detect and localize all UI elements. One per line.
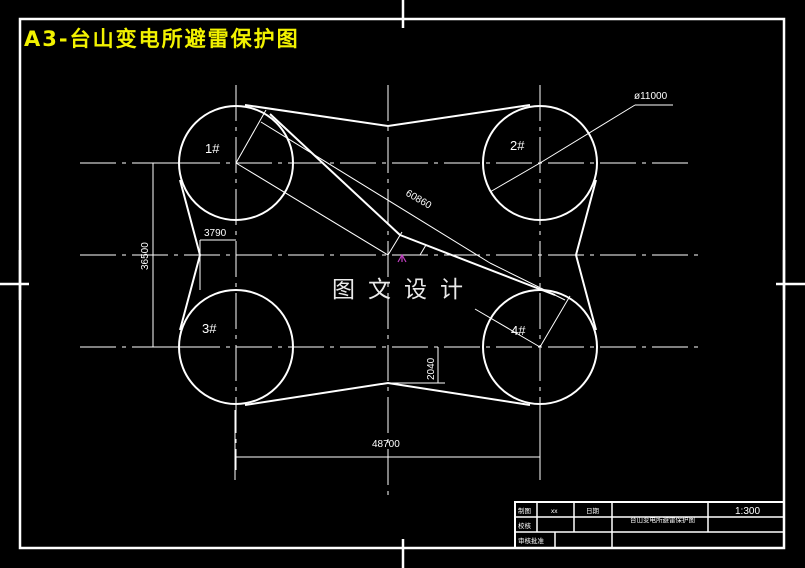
construction-lines bbox=[235, 104, 673, 348]
rod-4-label: 4# bbox=[511, 323, 526, 338]
drawing-title: A3-台山变电所避雷保护图 bbox=[24, 27, 300, 51]
rod-1-label: 1# bbox=[205, 141, 220, 156]
center-lines bbox=[80, 85, 700, 500]
dim-bottom-offset: 2040 bbox=[426, 357, 437, 380]
title-block-texts: 制图 xx 日期 校核 审核批准 台山变电所避雷保护图 1:300 bbox=[518, 506, 760, 545]
tb-approved-label: 审核批准 bbox=[518, 536, 545, 545]
tb-date-label: 日期 bbox=[586, 507, 600, 515]
tb-checked-label: 校核 bbox=[518, 521, 532, 530]
dim-diameter: ø11000 bbox=[634, 91, 668, 102]
dim-vertical-span: 36500 bbox=[140, 242, 151, 270]
tb-scale: 1:300 bbox=[735, 506, 760, 517]
rod-2-label: 2# bbox=[510, 138, 525, 153]
title-block bbox=[514, 501, 785, 549]
dim-horizontal-span: 48700 bbox=[372, 439, 400, 450]
ucs-marker-icon bbox=[397, 253, 407, 263]
tb-drawing-name: 台山变电所避雷保护图 bbox=[630, 515, 695, 524]
dimension-lines bbox=[150, 162, 541, 480]
rod-2-circle bbox=[482, 105, 598, 221]
tb-drawn-value: xx bbox=[551, 508, 558, 515]
watermark-text: 图文设计 bbox=[332, 277, 476, 303]
tb-drawn-label: 制图 bbox=[518, 506, 531, 515]
rod-3-label: 3# bbox=[202, 321, 217, 336]
dim-left-offset: 3790 bbox=[204, 228, 227, 239]
rod-labels: 1# 2# 3# 4# bbox=[202, 138, 526, 338]
